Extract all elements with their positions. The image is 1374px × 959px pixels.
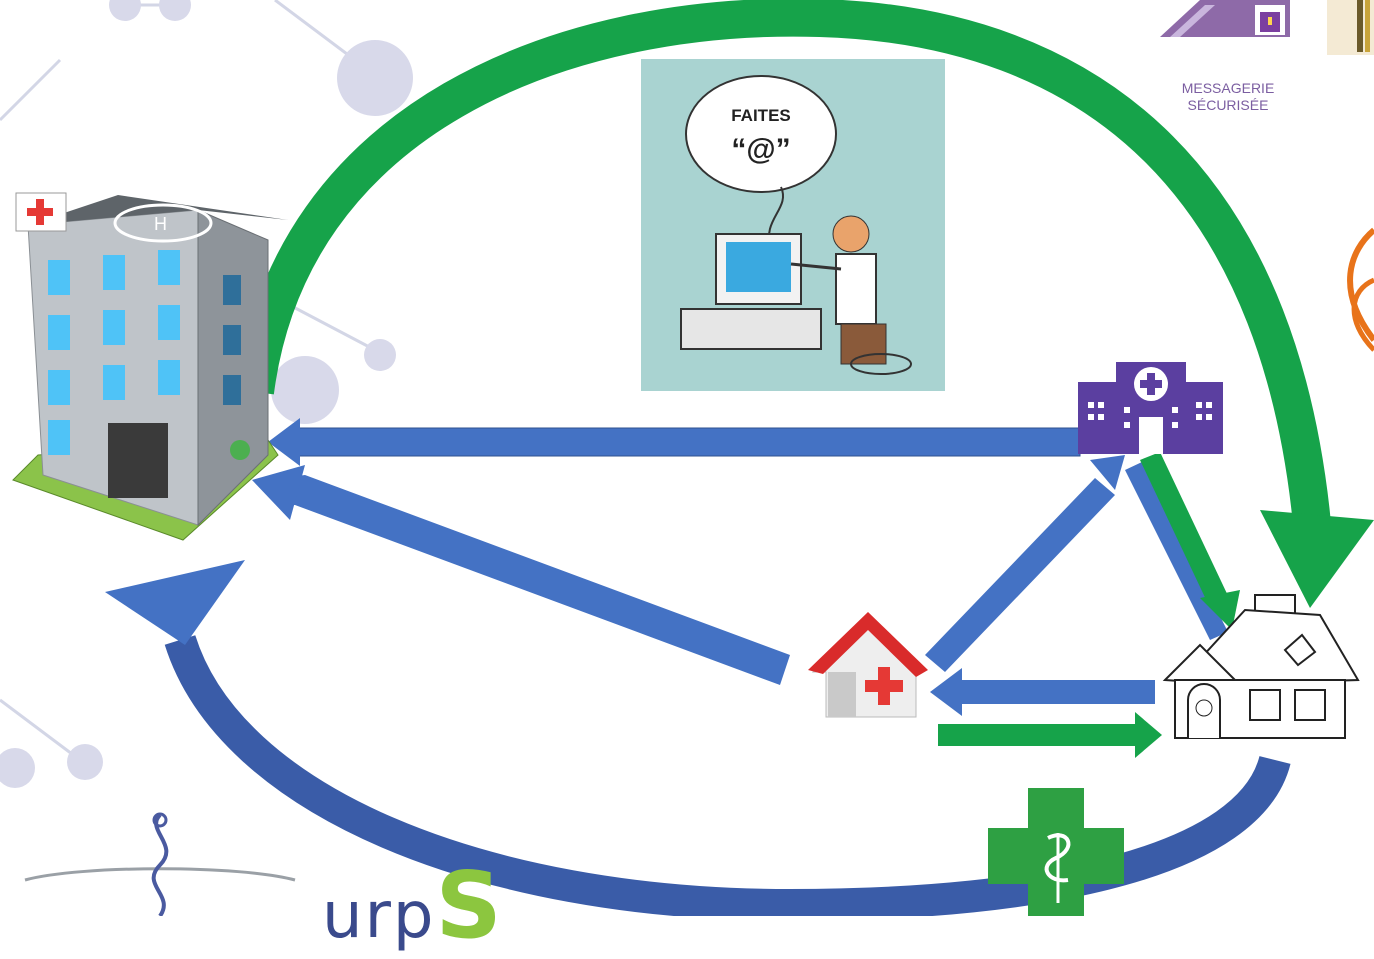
medical-home-icon <box>808 612 928 718</box>
bubble-text-line2: “@” <box>731 133 790 166</box>
svg-text:H: H <box>154 214 167 234</box>
urps-logo-emblem <box>24 812 296 916</box>
pharmacy-cross-icon <box>988 788 1124 916</box>
green-straight-arrows <box>938 452 1240 758</box>
book-image-fragment <box>1327 0 1374 55</box>
orange-logo-fragment <box>1347 227 1374 352</box>
secure-messaging-label: MESSAGERIE SÉCURISÉE <box>1148 80 1308 114</box>
secure-messaging-line2: SÉCURISÉE <box>1187 97 1269 113</box>
blue-arc-arrow <box>105 560 1291 916</box>
secure-messaging-icon <box>1160 0 1290 37</box>
urps-logo-accent: S <box>435 852 504 959</box>
house-sketch-icon <box>1162 594 1360 739</box>
background-network <box>0 0 413 788</box>
clinic-building-icon <box>1078 362 1223 454</box>
urps-logo-text: urpS <box>322 860 504 952</box>
hospital-building-icon: H <box>12 192 288 541</box>
urps-logo-main: urp <box>322 879 436 953</box>
green-arc-arrow <box>236 0 1374 608</box>
blue-straight-arrows <box>252 418 1228 716</box>
bubble-text-line1: FAITES <box>731 106 791 125</box>
cartoon-email-illustration: FAITES “@” <box>641 59 945 391</box>
secure-messaging-line1: MESSAGERIE <box>1181 80 1275 96</box>
